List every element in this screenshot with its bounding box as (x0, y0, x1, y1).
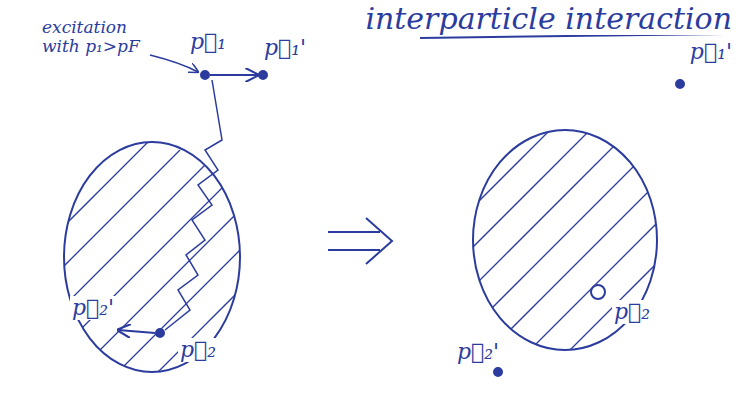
particle-dot (259, 71, 267, 79)
particle-dot (201, 71, 209, 79)
momentum-label: p⃗₂ (178, 338, 218, 362)
momentum-label: p⃗₂ (612, 300, 652, 324)
implies-arrow (328, 218, 392, 264)
momentum-label: p⃗₂' (70, 296, 116, 320)
particle-dot (494, 368, 502, 376)
leader-line (150, 55, 198, 72)
momentum-label: p⃗₂' (455, 340, 501, 364)
hatching (60, 140, 250, 380)
momentum-label: p⃗₁ (188, 30, 228, 54)
particle-dot (156, 329, 164, 337)
particle-dot (676, 80, 684, 88)
momentum-label: p⃗₁' (688, 40, 734, 64)
momentum-arrow (118, 330, 155, 333)
hole (591, 285, 605, 299)
annotation: excitation with p₁>pF (40, 18, 144, 55)
title: interparticle interaction (363, 2, 734, 35)
hatching (470, 120, 665, 360)
momentum-label: p⃗₁' (262, 36, 308, 60)
fermi-sphere (473, 130, 657, 350)
interaction-line (165, 80, 222, 330)
momentum-arrow (210, 74, 258, 76)
